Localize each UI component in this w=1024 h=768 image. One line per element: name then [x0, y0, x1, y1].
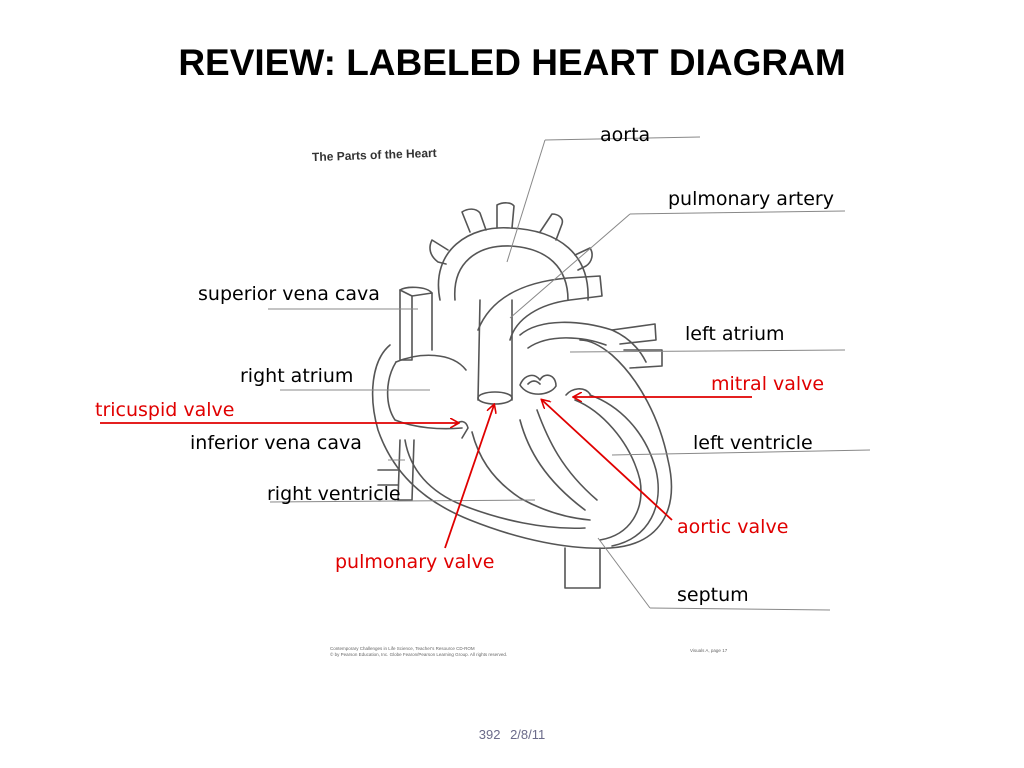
pulmonary-valve-arrow — [444, 405, 494, 549]
heart-outline — [371, 202, 673, 589]
worksheet-page-ref: Visuals A, page 17 — [690, 648, 728, 653]
valve-pointer-arrows — [100, 397, 752, 549]
label-aortic-valve: aortic valve — [677, 516, 789, 538]
slide-number: 392 — [478, 727, 501, 742]
label-tricuspid-valve: tricuspid valve — [95, 399, 235, 421]
worksheet-credit-line-2: © by Pearson Education, Inc. Globe Fearo… — [330, 652, 508, 657]
label-right-ventricle: right ventricle — [267, 483, 401, 505]
label-septum: septum — [677, 584, 749, 606]
label-mitral-valve: mitral valve — [711, 373, 825, 395]
aortic-valve-arrow — [542, 400, 673, 521]
slide-title: REVIEW: LABELED HEART DIAGRAM — [178, 42, 846, 83]
label-pulmonary-artery: pulmonary artery — [668, 188, 834, 210]
label-inferior-vena-cava: inferior vena cava — [190, 432, 362, 454]
label-pulmonary-valve: pulmonary valve — [335, 551, 495, 573]
label-left-ventricle: left ventricle — [693, 432, 813, 454]
label-aorta: aorta — [600, 124, 651, 146]
worksheet-leader-lines — [268, 136, 871, 611]
slide-date: 2/8/11 — [510, 727, 546, 742]
worksheet-credit-line-1: Contemporary Challenges in Life Science,… — [330, 646, 475, 651]
label-superior-vena-cava: superior vena cava — [198, 283, 380, 305]
worksheet-credit: Contemporary Challenges in Life Science,… — [330, 646, 550, 658]
label-left-atrium: left atrium — [685, 323, 785, 345]
slide-footer: 392 2/8/11 — [0, 727, 1024, 742]
label-right-atrium: right atrium — [240, 365, 354, 387]
